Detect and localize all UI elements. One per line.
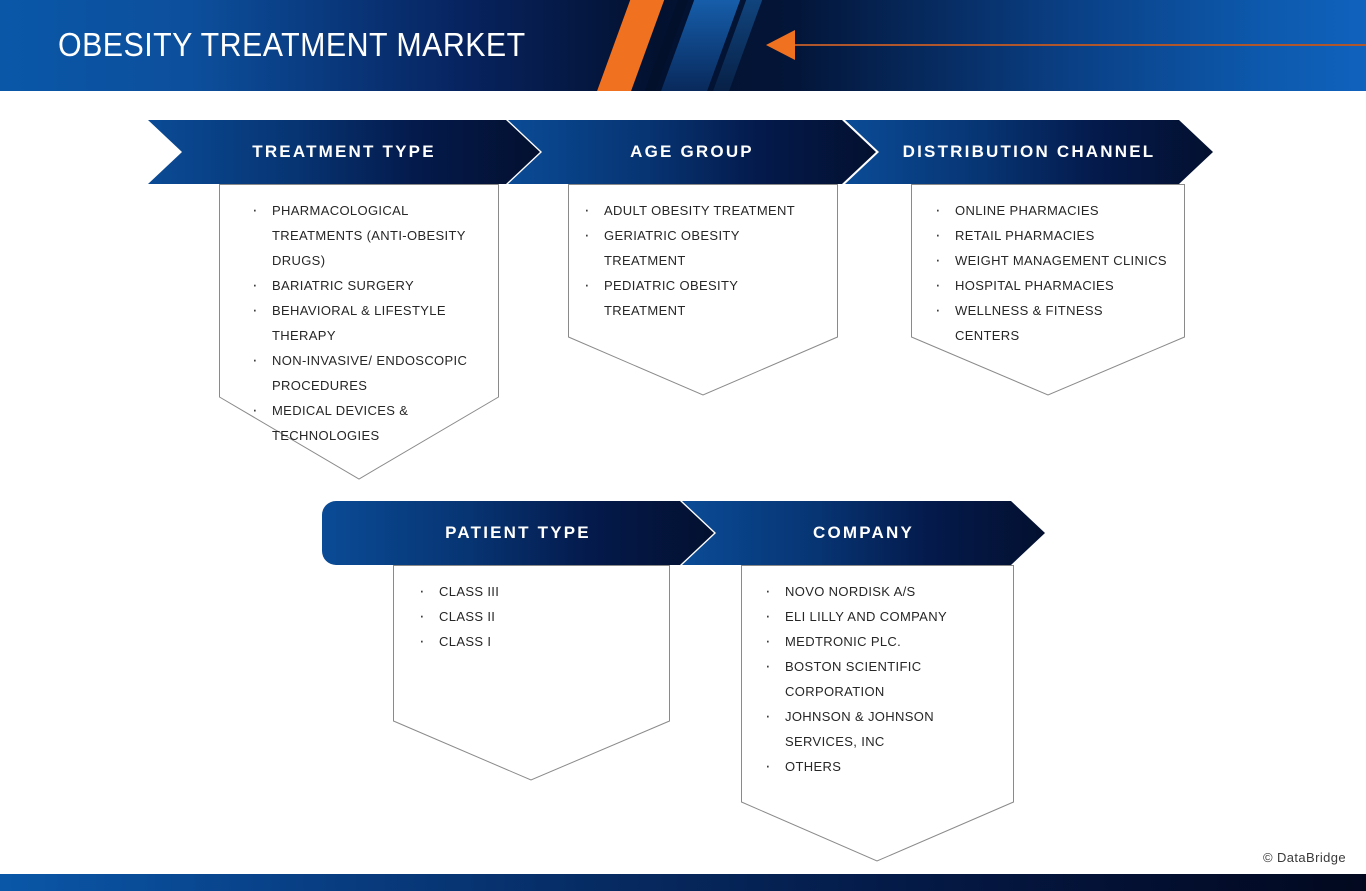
list-distribution-channel: ONLINE PHARMACIES RETAIL PHARMACIES WEIG…	[933, 197, 1169, 348]
list-item: PHARMACOLOGICAL TREATMENTS (ANTI-OBESITY…	[250, 197, 483, 273]
panel-distribution-channel-content: ONLINE PHARMACIES RETAIL PHARMACIES WEIG…	[911, 184, 1185, 348]
list-item: BOSTON SCIENTIFIC CORPORATION	[763, 653, 998, 704]
list-item: JOHNSON & JOHNSON SERVICES, INC	[763, 703, 998, 754]
banner-age-group[interactable]: AGE GROUP	[508, 120, 876, 184]
list-item: CLASS II	[417, 603, 654, 629]
list-item: HOSPITAL PHARMACIES	[933, 272, 1169, 298]
list-item: PEDIATRIC OBESITY TREATMENT	[582, 272, 822, 323]
copyright-text: © DataBridge	[1262, 850, 1346, 865]
list-patient-type: CLASS III CLASS II CLASS I	[417, 578, 654, 654]
list-item: ONLINE PHARMACIES	[933, 197, 1169, 223]
list-item: ADULT OBESITY TREATMENT	[582, 197, 822, 223]
list-item: BEHAVIORAL & LIFESTYLE THERAPY	[250, 297, 483, 348]
panel-age-group-content: ADULT OBESITY TREATMENT GERIATRIC OBESIT…	[568, 184, 838, 323]
list-item: NON-INVASIVE/ ENDOSCOPIC PROCEDURES	[250, 347, 483, 398]
left-arrow-icon	[766, 30, 795, 60]
banner-patient-type[interactable]: PATIENT TYPE	[322, 501, 714, 565]
list-item: NOVO NORDISK A/S	[763, 578, 998, 604]
banner-treatment-type[interactable]: TREATMENT TYPE	[148, 120, 540, 184]
header-rule	[795, 44, 1366, 46]
list-item: WELLNESS & FITNESS CENTERS	[933, 297, 1169, 348]
footer-bar	[0, 874, 1366, 891]
list-item: BARIATRIC SURGERY	[250, 272, 483, 298]
banner-label: PATIENT TYPE	[445, 523, 591, 542]
list-item: CLASS III	[417, 578, 654, 604]
banner-distribution-channel[interactable]: DISTRIBUTION CHANNEL	[845, 120, 1213, 184]
list-item: MEDICAL DEVICES & TECHNOLOGIES	[250, 397, 483, 448]
banner-label: AGE GROUP	[630, 142, 754, 161]
panel-company-content: NOVO NORDISK A/S ELI LILLY AND COMPANY M…	[741, 565, 1014, 779]
banner-company[interactable]: COMPANY	[682, 501, 1045, 565]
panel-patient-type-content: CLASS III CLASS II CLASS I	[393, 565, 670, 654]
list-item: CLASS I	[417, 628, 654, 654]
page-title: OBESITY TREATMENT MARKET	[58, 26, 526, 63]
banner-label: DISTRIBUTION CHANNEL	[902, 142, 1156, 161]
list-treatment-type: PHARMACOLOGICAL TREATMENTS (ANTI-OBESITY…	[250, 197, 483, 448]
banner-label: COMPANY	[812, 523, 915, 542]
banner-label: TREATMENT TYPE	[252, 142, 436, 161]
list-company: NOVO NORDISK A/S ELI LILLY AND COMPANY M…	[763, 578, 998, 779]
page-header: OBESITY TREATMENT MARKET	[0, 0, 1366, 91]
list-item: WEIGHT MANAGEMENT CLINICS	[933, 247, 1169, 273]
list-age-group: ADULT OBESITY TREATMENT GERIATRIC OBESIT…	[582, 197, 822, 323]
list-item: GERIATRIC OBESITY TREATMENT	[582, 222, 822, 273]
list-item: ELI LILLY AND COMPANY	[763, 603, 998, 629]
list-item: MEDTRONIC PLC.	[763, 628, 998, 654]
panel-treatment-type-content: PHARMACOLOGICAL TREATMENTS (ANTI-OBESITY…	[219, 184, 499, 448]
list-item: OTHERS	[763, 753, 998, 779]
list-item: RETAIL PHARMACIES	[933, 222, 1169, 248]
